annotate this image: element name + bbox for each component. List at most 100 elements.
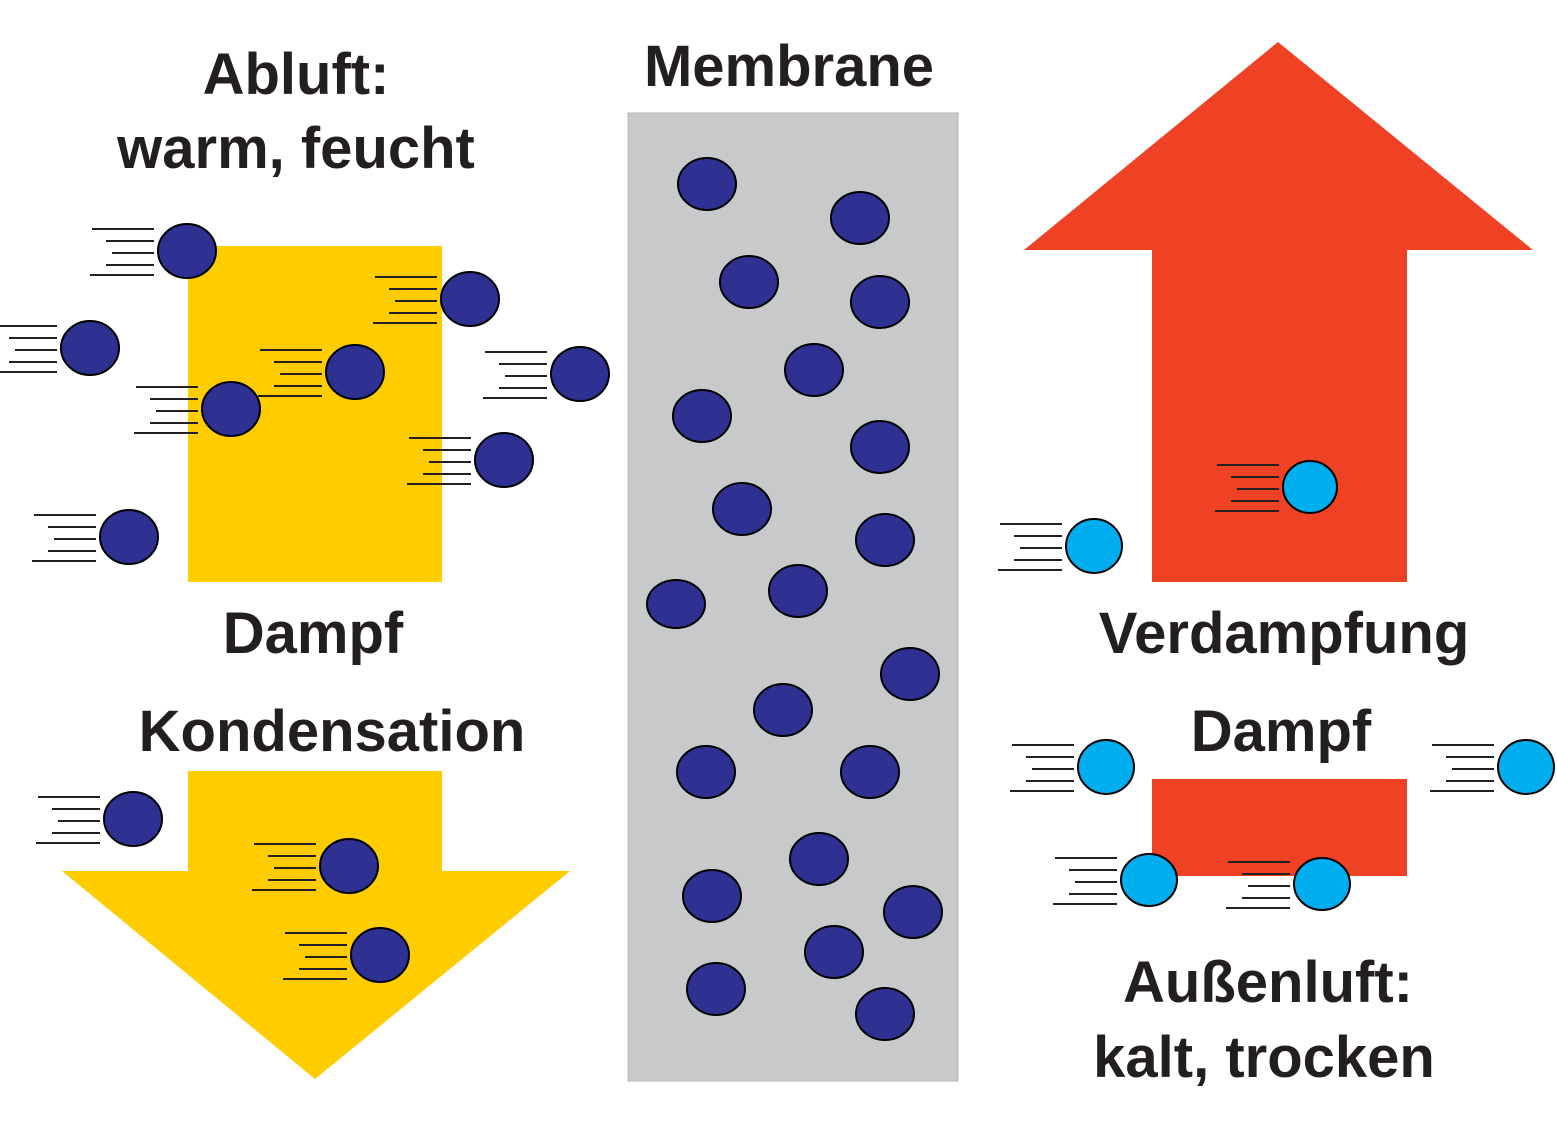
molecule (90, 223, 217, 279)
motion-lines-icon (998, 523, 1062, 571)
molecule (677, 157, 737, 211)
water-molecule-light-icon (1065, 518, 1123, 574)
motion-lines-icon (36, 796, 100, 844)
molecule (768, 564, 828, 618)
water-molecule-dark-icon (830, 191, 890, 245)
condensation-arrow-down (62, 771, 570, 1079)
motion-lines-icon (1053, 857, 1117, 905)
molecule (998, 518, 1123, 574)
water-molecule-light-icon (1120, 853, 1178, 907)
molecule (855, 513, 915, 567)
molecule (252, 838, 379, 894)
water-molecule-light-icon (1497, 739, 1555, 795)
motion-lines-icon (134, 386, 198, 434)
water-molecule-light-icon (1077, 739, 1135, 795)
water-molecule-dark-icon (719, 255, 779, 309)
water-molecule-dark-icon (855, 513, 915, 567)
water-molecule-dark-icon (850, 420, 910, 474)
motion-lines-icon (483, 351, 547, 399)
molecule (855, 987, 915, 1041)
water-molecule-dark-icon (712, 482, 772, 536)
motion-lines-icon (283, 932, 347, 980)
molecule (850, 420, 910, 474)
water-molecule-dark-icon (789, 832, 849, 886)
motion-lines-icon (258, 349, 322, 397)
motion-lines-icon (1226, 861, 1290, 909)
red-vapor-block (1152, 779, 1407, 876)
molecule (672, 389, 732, 443)
water-molecule-dark-icon (753, 683, 813, 737)
water-molecule-dark-icon (201, 381, 261, 437)
water-molecule-dark-icon (157, 223, 217, 279)
molecule (1215, 460, 1338, 514)
molecule (830, 191, 890, 245)
molecule (407, 432, 534, 488)
water-molecule-dark-icon (850, 275, 910, 329)
molecule (134, 381, 261, 437)
water-molecule-dark-icon (440, 271, 500, 327)
molecule (258, 344, 385, 400)
motion-lines-icon (252, 843, 316, 891)
water-molecule-dark-icon (103, 791, 163, 847)
water-molecule-dark-icon (840, 745, 900, 799)
outdoor-subtitle: kalt, trocken (1093, 1025, 1435, 1090)
molecule (1053, 853, 1178, 907)
molecule (1226, 857, 1351, 911)
vapor-label-right: Dampf (1191, 699, 1372, 764)
molecule (712, 482, 772, 536)
outdoor-title: Außenluft: (1123, 950, 1413, 1015)
molecule (840, 745, 900, 799)
evaporation-arrow-up (1024, 42, 1533, 582)
membrane-title: Membrane (644, 34, 934, 99)
water-molecule-dark-icon (350, 927, 410, 983)
water-molecule-dark-icon (60, 320, 120, 376)
motion-lines-icon (32, 514, 96, 562)
molecule (1010, 739, 1135, 795)
water-molecule-dark-icon (768, 564, 828, 618)
evaporation-label: Verdampfung (1099, 601, 1470, 666)
water-molecule-dark-icon (319, 838, 379, 894)
motion-lines-icon (90, 228, 154, 276)
motion-lines-icon (373, 276, 437, 324)
water-molecule-dark-icon (682, 869, 742, 923)
water-molecule-dark-icon (550, 346, 610, 402)
molecule (373, 271, 500, 327)
vapor-label-left: Dampf (223, 601, 404, 666)
molecule (682, 869, 742, 923)
water-molecule-dark-icon (99, 509, 159, 565)
molecule (686, 962, 746, 1016)
molecule (784, 343, 844, 397)
molecule (804, 925, 864, 979)
molecule (483, 346, 610, 402)
water-molecule-dark-icon (855, 987, 915, 1041)
motion-lines-icon (1010, 744, 1074, 792)
exhaust-title: Abluft: (203, 42, 390, 107)
water-molecule-dark-icon (804, 925, 864, 979)
water-molecule-dark-icon (677, 157, 737, 211)
condensation-label: Kondensation (139, 699, 526, 764)
water-molecule-dark-icon (474, 432, 534, 488)
molecule (646, 579, 706, 629)
molecule (283, 927, 410, 983)
water-molecule-dark-icon (883, 885, 943, 939)
water-molecule-dark-icon (676, 745, 736, 799)
motion-lines-icon (1215, 464, 1279, 512)
molecule (883, 885, 943, 939)
molecule (880, 647, 940, 701)
water-molecule-light-icon (1282, 460, 1338, 514)
molecules-layer (0, 157, 1555, 1041)
molecule (32, 509, 159, 565)
water-molecule-dark-icon (880, 647, 940, 701)
molecule (753, 683, 813, 737)
exhaust-subtitle: warm, feucht (116, 116, 475, 181)
water-molecule-dark-icon (325, 344, 385, 400)
water-molecule-dark-icon (686, 962, 746, 1016)
motion-lines-icon (407, 437, 471, 485)
molecule (850, 275, 910, 329)
molecule (36, 791, 163, 847)
molecule (676, 745, 736, 799)
water-molecule-dark-icon (646, 579, 706, 629)
motion-lines-icon (1430, 744, 1494, 792)
molecule (1430, 739, 1555, 795)
